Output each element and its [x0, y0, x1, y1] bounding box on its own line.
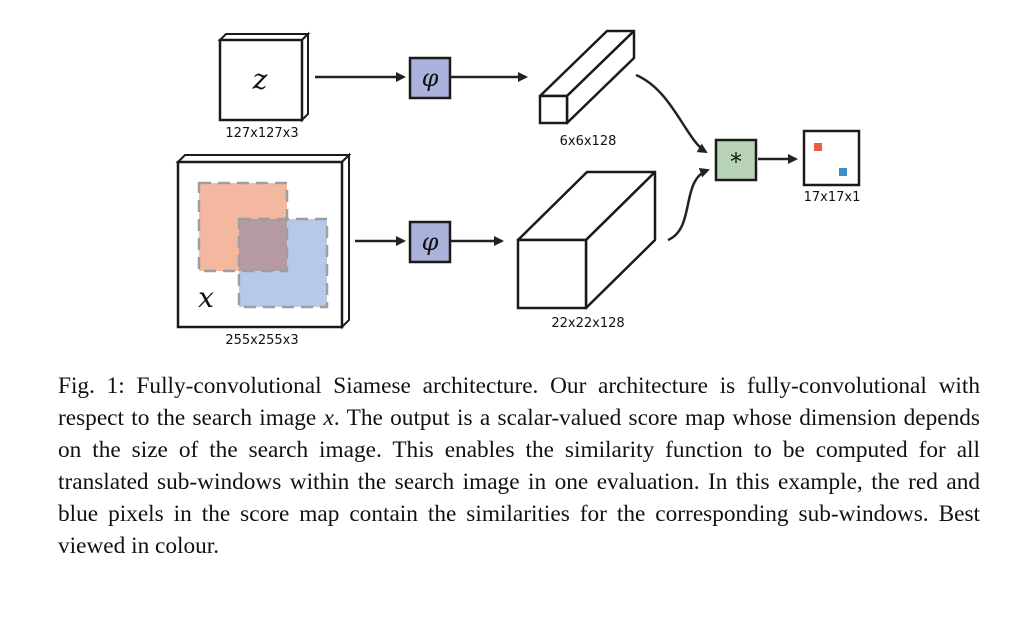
exemplar-dims-label: 127x127x3 — [225, 126, 298, 141]
correlation-symbol: * — [730, 148, 742, 176]
search-symbol: x — [198, 281, 214, 314]
score-map-dims-label: 17x17x1 — [804, 190, 861, 205]
exemplar-feature-map — [538, 29, 636, 125]
embedding-symbol-bottom: φ — [422, 228, 439, 256]
caption-math-variable: x — [323, 405, 334, 431]
caption-text-part1: Fully-convolutional Siamese architecture… — [58, 373, 980, 431]
caption-figure-label: Fig. 1: — [58, 373, 125, 399]
score-pixel-blue — [839, 168, 847, 176]
curve-search-to-correlation — [667, 167, 710, 242]
exemplar-features-dims-label: 6x6x128 — [560, 134, 617, 149]
search-features-dims-label: 22x22x128 — [551, 316, 624, 331]
siamese-architecture-diagram: z 127x127x3 φ 6x6x128 x 255x255x3 φ — [175, 29, 861, 348]
embedding-function-top: φ — [408, 56, 452, 100]
caption-text-part2: . The output is a scalar-valued score ma… — [58, 405, 980, 559]
subwindow-overlap — [239, 219, 287, 271]
exemplar-symbol: z — [252, 63, 268, 96]
search-dims-label: 255x255x3 — [225, 333, 298, 348]
search-feature-map — [516, 170, 657, 310]
embedding-symbol-top: φ — [422, 64, 439, 92]
embedding-function-bottom: φ — [408, 220, 452, 264]
score-map — [802, 129, 861, 187]
figure-caption: Fig. 1: Fully-convolutional Siamese arch… — [58, 370, 980, 562]
search-image: x — [175, 152, 352, 330]
curve-exemplar-to-correlation — [635, 73, 708, 154]
score-pixel-red — [814, 143, 822, 151]
exemplar-image: z — [217, 31, 311, 123]
cross-correlation-operator: * — [714, 138, 758, 182]
